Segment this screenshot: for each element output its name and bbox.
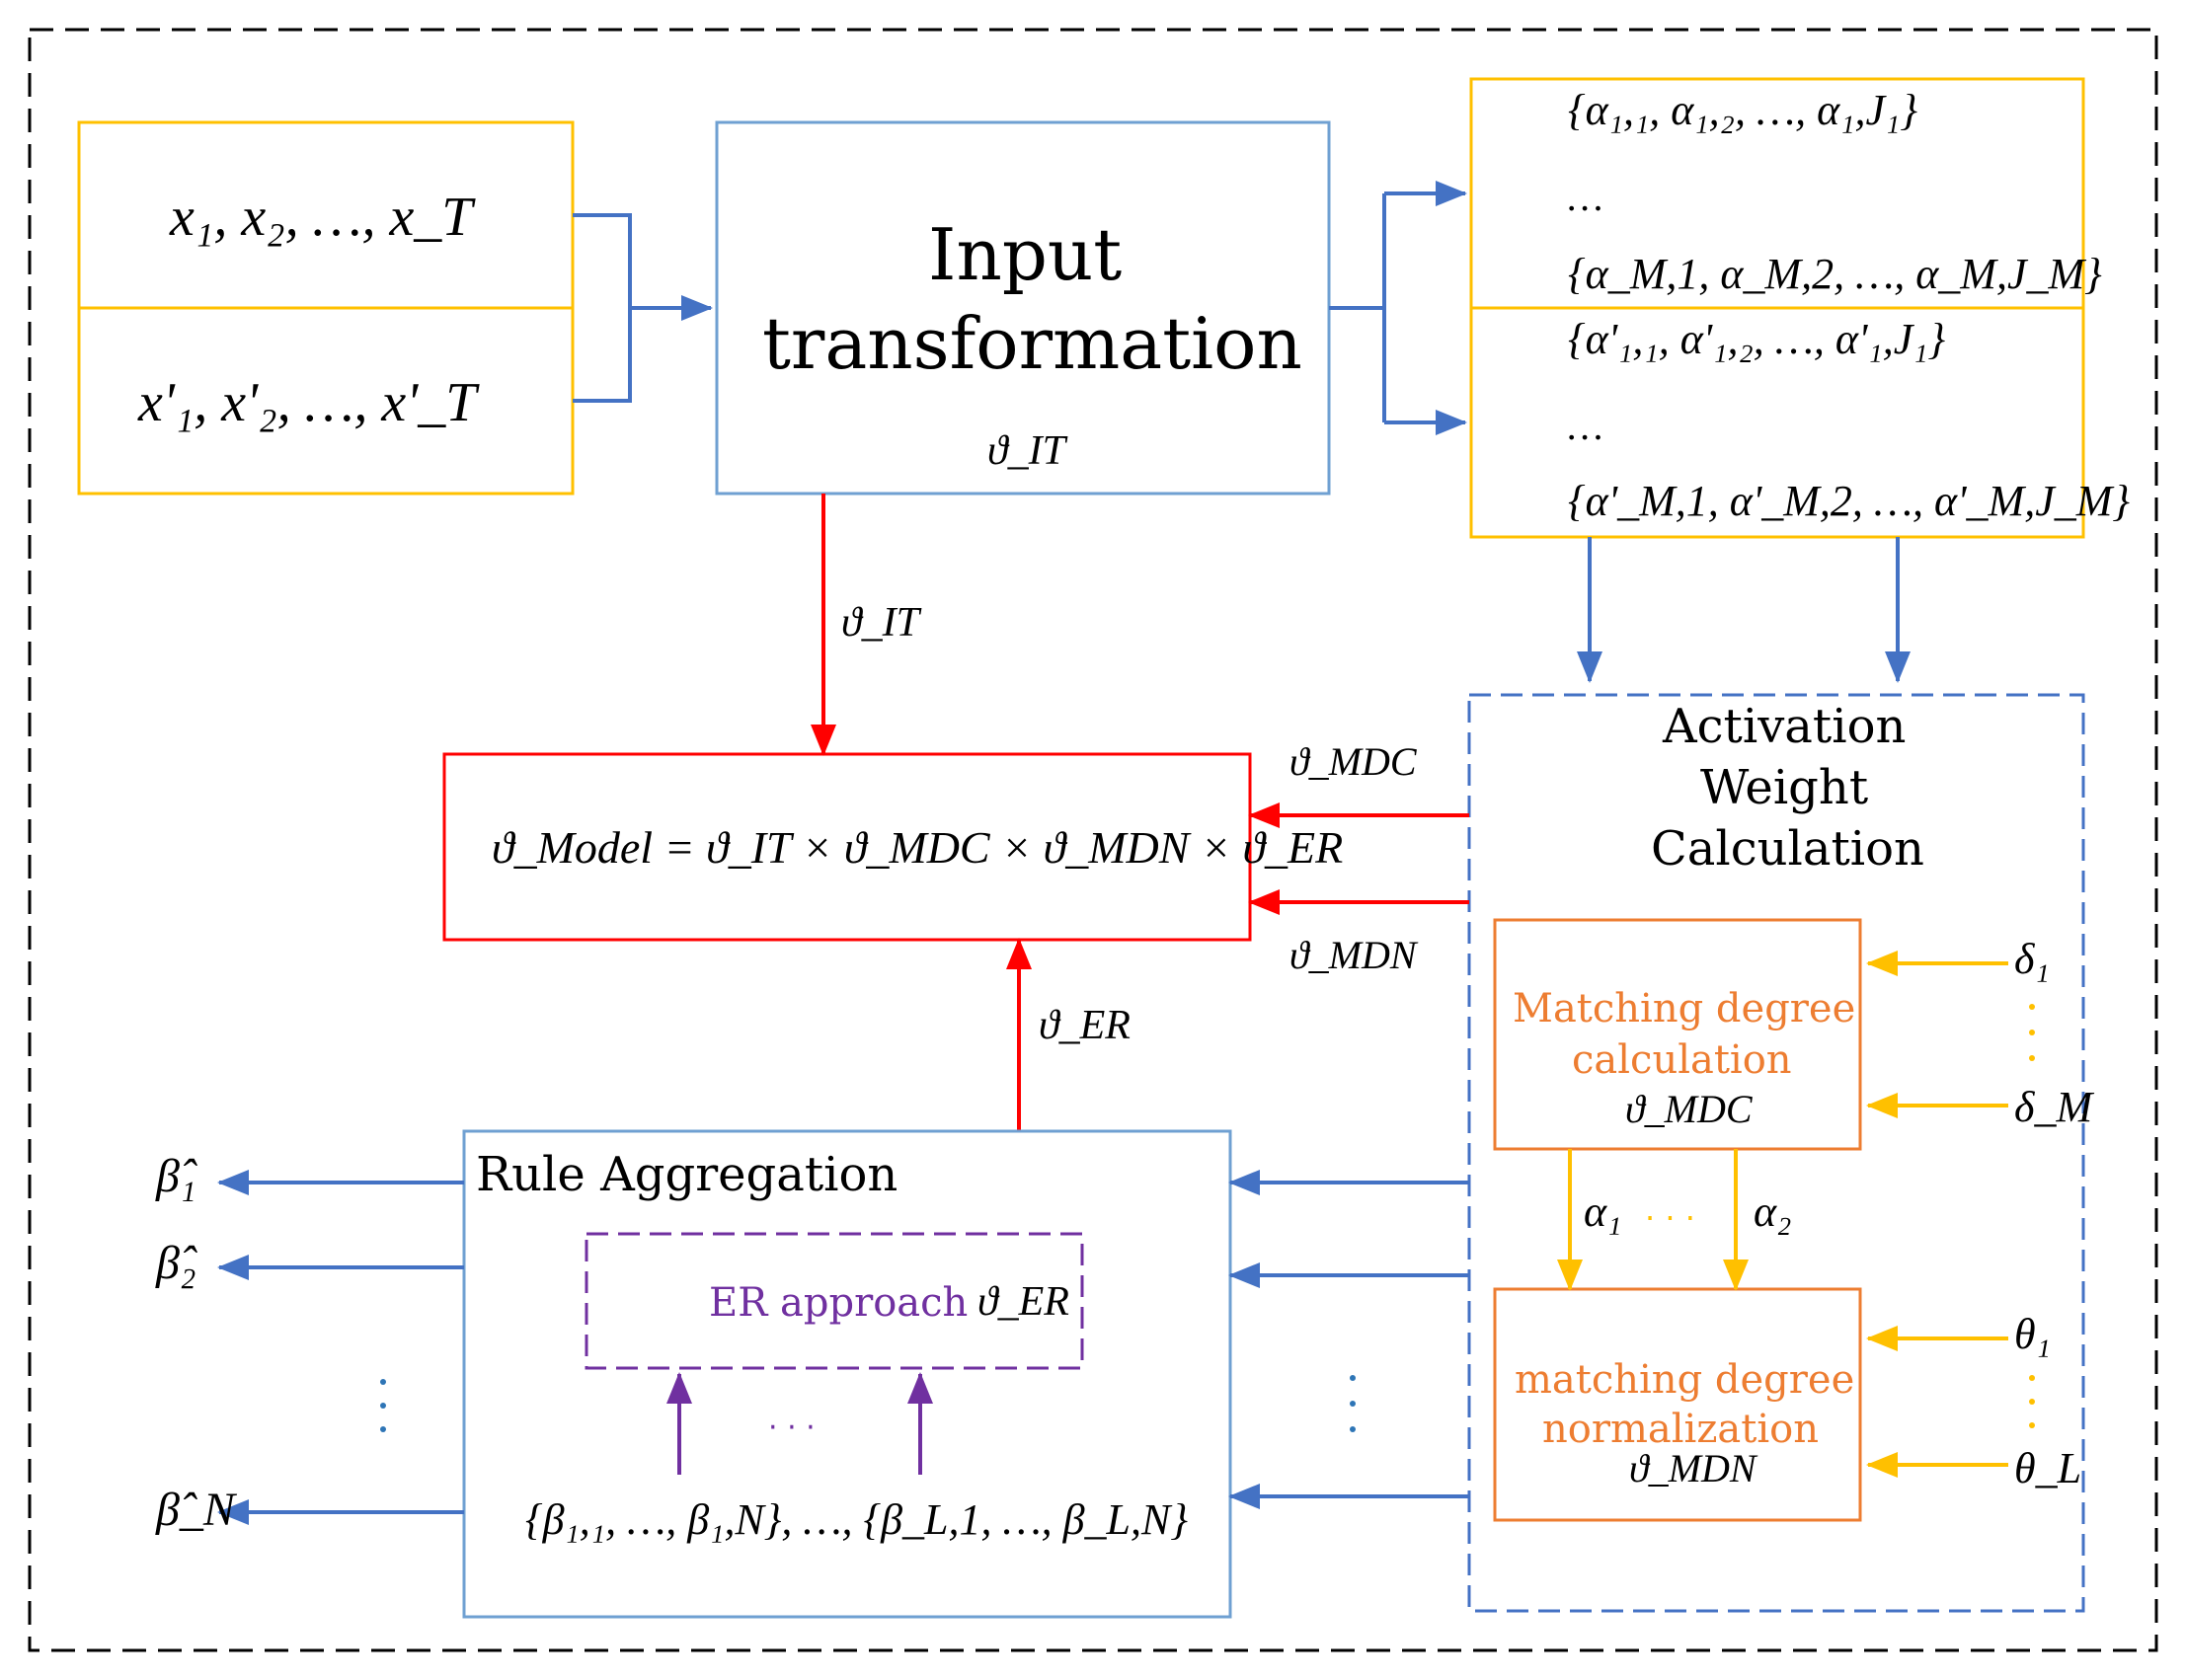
output-beta2: β̂₂ (156, 1237, 196, 1289)
output-betaN: β̂_N (156, 1484, 235, 1536)
connector-inputs (573, 213, 711, 403)
activation-title-3: Calculation (1651, 821, 1924, 877)
ref-set-alpha-M: {α_M,1, α_M,2, …, α_M,J_M} (1568, 250, 2102, 298)
activation-title-2: Weight (1700, 760, 1869, 815)
ref-set-box-alphaprime (1469, 306, 2085, 539)
input-xprime-sequence: x'₁, x'₂, …, x'_T (138, 372, 477, 433)
activation-title-1: Activation (1663, 699, 1907, 754)
vertical-dots-outputs (380, 1379, 386, 1432)
ref-set-alpha-1: {α₁,₁, α₁,₂, …, α₁,J₁} (1568, 86, 1917, 134)
side-input-thetaL: θ_L (2014, 1444, 2082, 1492)
ref-set-alphaprime-M: {α'_M,1, α'_M,2, …, α'_M,J_M} (1568, 477, 2130, 525)
side-input-theta1: θ₁ (2014, 1310, 2051, 1358)
model-formula: ϑ_Model = ϑ_IT × ϑ_MDC × ϑ_MDN × ϑ_ER (492, 822, 1344, 873)
ref-set-alphaprime-1: {α'₁,₁, α'₁,₂, …, α'₁,J₁} (1568, 315, 1946, 363)
outer-frame (28, 28, 2158, 1652)
rule-aggregation-title: Rule Aggregation (476, 1147, 898, 1202)
input-x-sequence: x₁, x₂, …, x_T (170, 187, 473, 248)
rule-aggregation-box (462, 1129, 1232, 1619)
mdn-title-1: matching degree (1515, 1357, 1855, 1403)
edge-label-mdn: ϑ_MDN (1289, 933, 1417, 977)
ref-set-alpha-dots: … (1568, 175, 1603, 219)
alpha-dots-label: · · · (1645, 1199, 1695, 1237)
mdn-title-2: normalization (1542, 1407, 1819, 1452)
er-approach-param: ϑ_ER (977, 1279, 1069, 1325)
edge-label-mdc: ϑ_MDC (1289, 739, 1417, 784)
input-transformation-title-2: transformation (762, 302, 1302, 385)
alpha-1-label: α₁ (1584, 1187, 1622, 1236)
vertical-dots-delta (2029, 1004, 2035, 1061)
edge-label-er: ϑ_ER (1039, 1003, 1131, 1048)
connector-transform-refsets (1329, 193, 1465, 422)
edge-label-it: ϑ_IT (841, 600, 919, 646)
mdc-title-1: Matching degree (1513, 986, 1856, 1031)
beta-sets: {β₁,₁, …, β₁,N}, …, {β_L,1, …, β_L,N} (525, 1495, 1188, 1544)
side-input-deltaM: δ_M (2014, 1083, 2093, 1131)
ref-set-alphaprime-dots: … (1568, 404, 1603, 448)
activation-box (1467, 693, 2085, 1613)
mdn-param: ϑ_MDN (1629, 1446, 1757, 1490)
input-transformation-title-1: Input (928, 213, 1123, 296)
model-box (442, 752, 1252, 942)
mdc-title-2: calculation (1572, 1037, 1792, 1083)
side-input-delta1: δ₁ (2014, 935, 2050, 983)
mdn-box (1493, 1287, 1862, 1522)
output-beta1: β̂₁ (156, 1150, 196, 1202)
mdc-param: ϑ_MDC (1625, 1087, 1753, 1131)
vertical-dots-activation (1350, 1375, 1356, 1432)
vertical-dots-theta (2029, 1375, 2035, 1428)
er-approach-label: ER approach (709, 1280, 969, 1326)
beta-dots-label: · · · (768, 1411, 816, 1445)
input-transformation-param: ϑ_IT (987, 428, 1065, 474)
mdc-box (1493, 918, 1862, 1151)
alpha-2-label: α₂ (1754, 1187, 1792, 1236)
